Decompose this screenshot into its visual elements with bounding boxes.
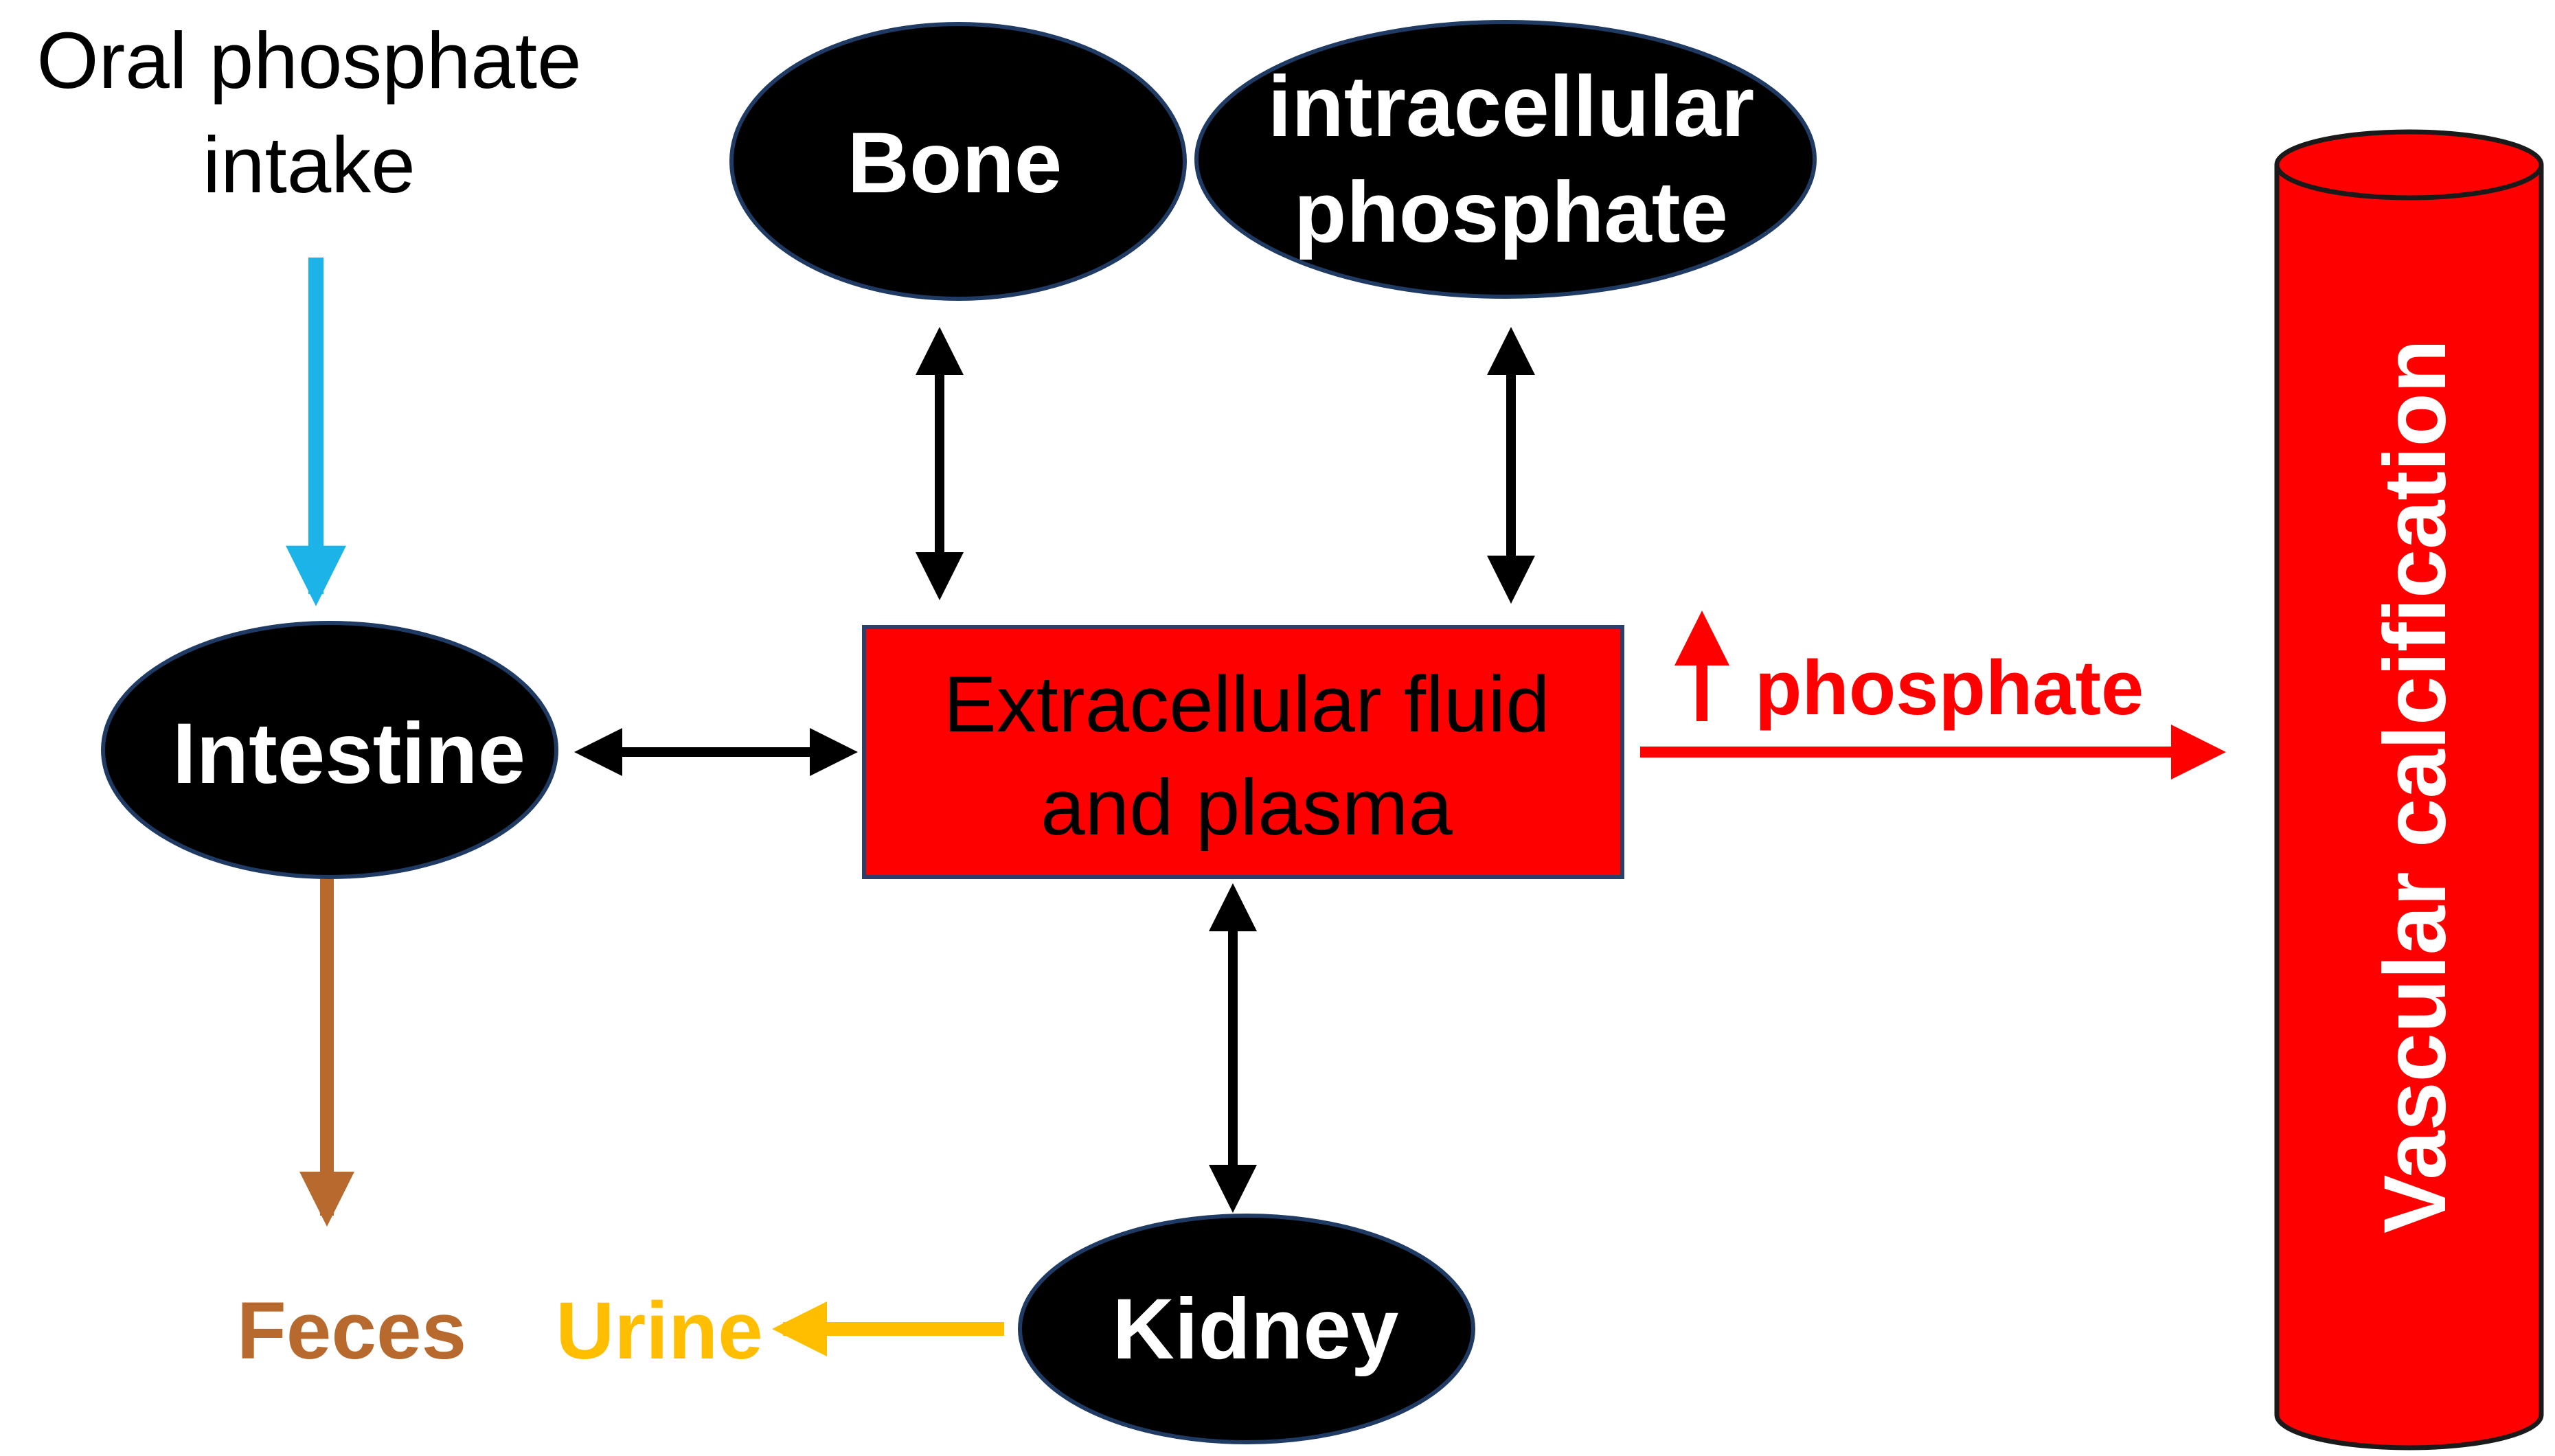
extracellular-box xyxy=(862,625,1624,879)
kidney-oval xyxy=(1018,1214,1475,1444)
kidney-node: Kidney xyxy=(1018,1214,1475,1444)
kidney-label: Kidney xyxy=(1113,1282,1399,1377)
vessel-top-ellipse xyxy=(2274,129,2544,201)
oral-intake-node: Oral phosphate intake xyxy=(36,16,581,209)
intracellular-label-line1: intracellular xyxy=(1268,59,1755,155)
oral-intake-label-line2: intake xyxy=(203,120,416,209)
vessel-bottom-edge xyxy=(2274,1414,2544,1451)
vessel-label: Vascular calcification xyxy=(2366,339,2464,1233)
bone-oval xyxy=(729,22,1187,301)
extracellular-label-line2: and plasma xyxy=(1041,762,1453,852)
vessel-cylinder: Vascular calcification xyxy=(2274,129,2544,1451)
phosphate-increase-label: phosphate xyxy=(1755,645,2144,731)
bone-node: Bone xyxy=(729,22,1187,301)
urine-label: Urine xyxy=(556,1286,763,1376)
oral-intake-label-line1: Oral phosphate xyxy=(36,16,581,105)
intestine-node: Intestine xyxy=(101,621,558,879)
vessel-side-outline xyxy=(2274,165,2544,1415)
intracellular-label-line2: phosphate xyxy=(1294,165,1728,260)
bone-label: Bone xyxy=(848,115,1063,211)
feces-label: Feces xyxy=(237,1286,467,1376)
extracellular-node: Extracellular fluid and plasma xyxy=(862,625,1624,879)
intestine-oval xyxy=(101,621,558,879)
intestine-label: Intestine xyxy=(172,706,525,801)
intracellular-node: intracellular phosphate xyxy=(1194,20,1817,299)
extracellular-label-line1: Extracellular fluid xyxy=(943,659,1549,749)
intracellular-oval xyxy=(1194,20,1817,299)
vessel-body xyxy=(2277,165,2541,1415)
increased-phosphate-indicator: phosphate xyxy=(1674,611,2144,731)
